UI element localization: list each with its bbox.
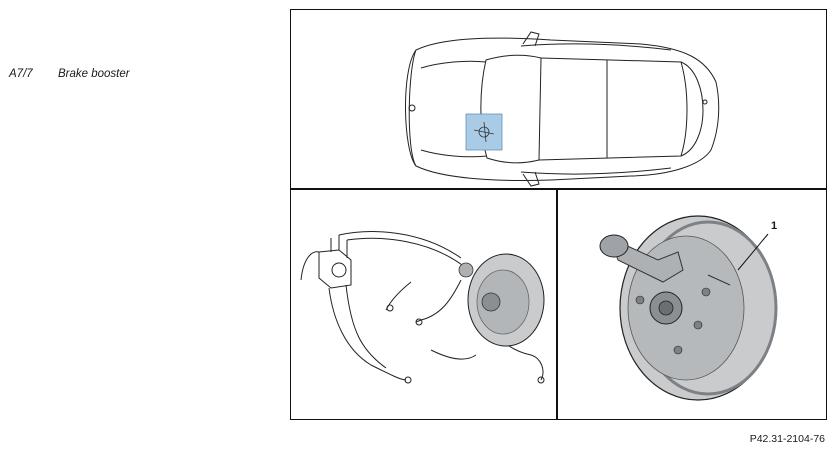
brake-booster-detail-panel: 1 xyxy=(558,190,825,418)
hood-line-lower xyxy=(420,149,488,158)
callout-leader xyxy=(737,233,769,271)
vehicle-top-view-panel xyxy=(291,10,825,188)
horizontal-divider xyxy=(291,188,826,190)
brake-line-9 xyxy=(430,349,477,360)
brake-line-1 xyxy=(338,231,462,259)
vehicle-top-view-drawing xyxy=(405,31,720,187)
fluid-reservoir-cap xyxy=(599,234,629,258)
legend-row: A7/7 Brake booster xyxy=(9,68,130,80)
windshield xyxy=(480,54,542,164)
brake-line-6 xyxy=(385,281,412,311)
figure-frame: 1 xyxy=(290,9,827,420)
rear-window xyxy=(680,61,704,157)
brake-line-routing-drawing xyxy=(300,231,545,384)
vertical-divider xyxy=(556,190,558,419)
master-cylinder xyxy=(609,237,684,283)
figure-reference: P42.31-2104-76 xyxy=(749,433,825,445)
component-code: A7/7 xyxy=(9,68,33,80)
brake-line-routing-panel xyxy=(291,190,556,418)
brake-booster-detail-drawing xyxy=(599,215,778,401)
brake-line-2 xyxy=(346,237,467,269)
mirror-top xyxy=(522,31,540,47)
door-line-top xyxy=(520,43,672,51)
roof xyxy=(538,57,688,161)
brake-line-5 xyxy=(345,284,387,369)
hood-line-upper xyxy=(420,60,487,69)
brake-line-4 xyxy=(328,287,407,381)
brake-line-7 xyxy=(415,279,462,323)
door-line-bottom xyxy=(520,167,672,175)
brake-line-3 xyxy=(300,251,320,281)
component-label: Brake booster xyxy=(58,68,130,80)
callout-number: 1 xyxy=(771,220,778,232)
mirror-bottom xyxy=(522,171,540,187)
